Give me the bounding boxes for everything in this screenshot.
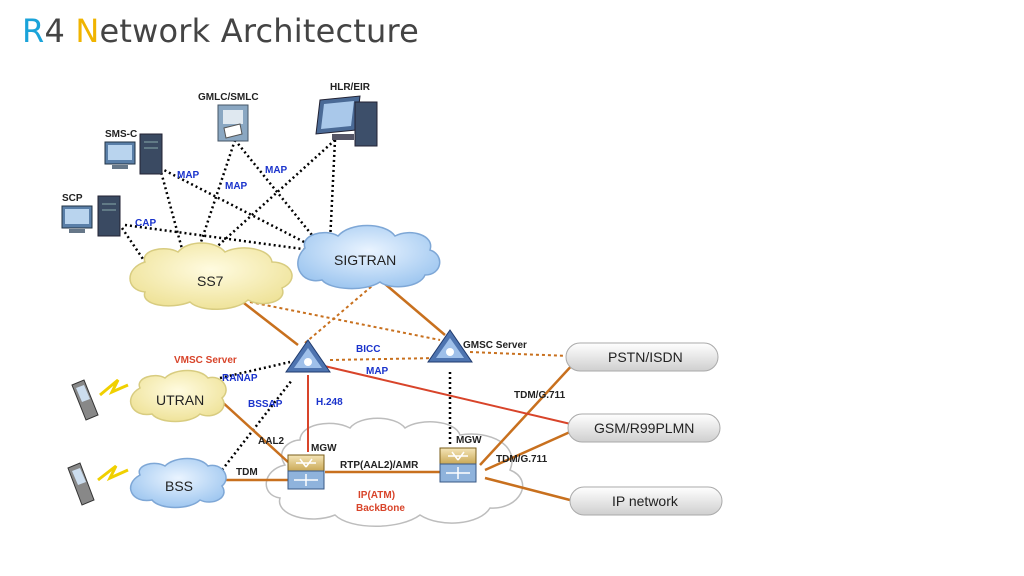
backbone-label-2: BackBone [356,503,405,514]
tdm-g711-label: TDM/G.711 [496,454,548,465]
title-rest: etwork Architecture [99,12,420,50]
bss-cloud [129,457,227,509]
ss7-label: SS7 [197,273,224,289]
map-link-label: MAP [177,170,200,181]
map-link-label: MAP [225,181,248,192]
utran-cloud [129,369,227,423]
gmsc-label: GMSC Server [463,340,527,351]
rtp-link-label: RTP(AAL2)/AMR [340,460,419,471]
ranap-link-label: RANAP [222,373,258,384]
mobile-phone-icon [71,378,129,421]
switch-icon [427,329,473,363]
mgw1-label: MGW [311,443,337,454]
backbone-label-1: IP(ATM) [358,490,395,501]
smsc-label: SMS-C [105,129,137,140]
ip-network-label: IP network [612,493,679,509]
bssap-link-label: BSSAP [248,399,283,410]
bss-label: BSS [165,478,193,494]
vmsc-label: VMSC Server [174,355,237,366]
switch-icon [285,339,331,373]
router-icon [439,447,477,483]
title-letter-r: R [22,12,45,50]
tdm-g711-label: TDM/G.711 [514,390,566,401]
title-letter-n: N [75,12,100,50]
map-link-label: MAP [366,366,389,377]
gsm-label: GSM/R99PLMN [594,420,694,436]
gmlc-label: GMLC/SMLC [198,92,259,103]
cap-link-label: CAP [135,218,156,229]
server-icon [61,195,121,237]
monitor-icon [315,95,378,147]
utran-label: UTRAN [156,392,204,408]
tdm-link-label: TDM [236,467,258,478]
router-icon [287,454,325,490]
map-link-label: MAP [265,165,288,176]
server-icon [104,133,163,175]
mobile-phone-icon [67,462,129,506]
aal2-link-label: AAL2 [258,436,285,447]
sigtran-cloud [297,224,441,290]
dotted-orange-links [249,274,569,361]
h248-link-label: H.248 [316,397,343,408]
gsm-node: GSM/R99PLMN [567,413,721,443]
pstn-label: PSTN/ISDN [608,349,683,365]
pstn-node: PSTN/ISDN [565,342,719,372]
signaling-links [120,139,452,471]
ip-network-node: IP network [569,486,723,516]
bicc-link-label: BICC [356,344,380,355]
title-number: 4 [44,12,76,50]
scp-label: SCP [62,193,83,204]
hlr-label: HLR/EIR [330,82,371,93]
red-links [307,364,576,452]
page-title: R4 Network Architecture [22,12,419,50]
mgw2-label: MGW [456,435,482,446]
ss7-cloud [129,242,293,310]
sigtran-label: SIGTRAN [334,252,396,268]
printer-icon [217,104,249,142]
